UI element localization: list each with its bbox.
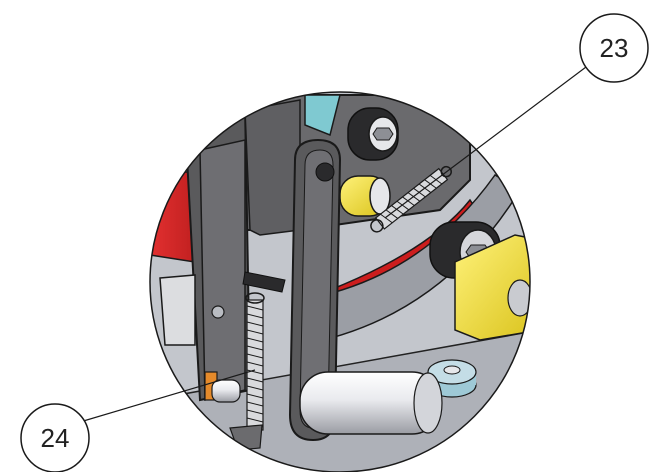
top-bolt-icon — [347, 107, 399, 161]
detail-circle-outline — [149, 91, 531, 472]
detail-view — [150, 92, 530, 472]
main-shaft — [299, 371, 443, 435]
black-pin — [242, 271, 286, 293]
left-plate-face — [199, 139, 246, 401]
callout-label-23: 23 — [600, 33, 629, 63]
callout-23: 23 — [384, 13, 649, 219]
yellow-block — [454, 234, 530, 341]
leader-line-23 — [384, 57, 599, 219]
leader-line-24 — [79, 369, 256, 423]
middle-plate — [244, 99, 301, 236]
teal-part — [304, 94, 341, 137]
arm-pivot-nut-icon — [315, 162, 335, 182]
left-plate-bolt-icon — [211, 305, 225, 319]
yellow-bushing — [339, 175, 391, 217]
callout-label-24: 24 — [41, 423, 70, 453]
callout-bubble-23 — [579, 13, 649, 83]
callout-24: 24 — [20, 369, 256, 472]
white-bracket — [159, 274, 196, 346]
left-short-shaft — [211, 379, 241, 403]
callout-bubble-24 — [20, 403, 90, 472]
